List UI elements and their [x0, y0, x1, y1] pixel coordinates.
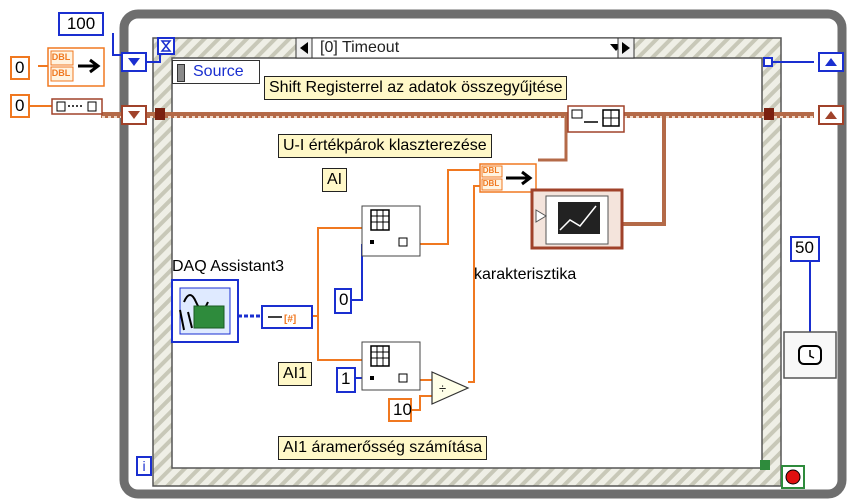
comment-shift-register: Shift Registerrel az adatok összegyűjtés… — [264, 76, 568, 100]
index-wire-0 — [352, 244, 363, 301]
index-box-icon — [398, 373, 408, 383]
source-bar-icon — [177, 64, 185, 82]
dbl-tag-icon — [50, 50, 74, 66]
array-grid-icon — [370, 345, 390, 367]
dbl-tag-icon — [481, 165, 503, 178]
stop-icon — [785, 469, 801, 485]
index-box-icon — [398, 237, 408, 247]
initial-cluster-constant[interactable]: 0 — [10, 94, 30, 118]
array-grid-icon — [370, 209, 390, 231]
array-grid-lines — [371, 346, 389, 366]
event-tunnel-right — [764, 108, 774, 120]
wait-constant[interactable]: 50 — [790, 236, 820, 262]
convert-array-icon: [#] — [284, 314, 296, 325]
comment-ai1-current: AI1 áramerősség számítása — [278, 436, 488, 460]
graph-trace-icon — [559, 205, 597, 231]
dbl-wire-u — [420, 169, 480, 245]
dbl-wire-i — [468, 185, 480, 383]
label-ai1: AI1 — [278, 362, 313, 386]
event-tunnel-left — [155, 108, 165, 120]
bundle-arrow-icon — [506, 170, 533, 186]
daq-label: DAQ Assistant3 — [172, 258, 285, 275]
divide-icon: ÷ — [439, 381, 446, 396]
cable-icon — [179, 309, 193, 331]
watch-hands-icon — [809, 350, 815, 359]
dbl-tag-icon — [50, 66, 74, 82]
index-dot-icon — [370, 240, 374, 244]
array-grid-lines — [603, 110, 619, 126]
shift-down-arrow-icon — [128, 58, 140, 66]
left-arrow-icon — [300, 42, 308, 54]
event-tunnel-numeric — [763, 57, 773, 67]
array-glyph-icon — [571, 109, 583, 119]
array-glyph-icon — [56, 101, 66, 112]
shift-up-arrow-icon — [825, 58, 837, 66]
dbl-wire-ai — [312, 227, 362, 317]
graph-label: karakterisztika — [474, 266, 577, 283]
timeout-constant[interactable]: 100 — [58, 12, 104, 36]
dbl-tag-text: DBL — [482, 166, 500, 175]
graph-input-arrow-icon — [535, 209, 547, 223]
timeout-wire — [112, 33, 124, 56]
cluster-wire-down — [538, 112, 568, 162]
comment-cluster: U-I értékpárok klaszterezése — [278, 134, 492, 158]
iteration-terminal[interactable]: i — [136, 456, 152, 476]
dbl-tag-text: DBL — [51, 68, 71, 78]
while-loop-frame[interactable] — [119, 9, 847, 499]
dbl-wire-ai1 — [317, 316, 362, 361]
hourglass-glyph-icon — [160, 40, 172, 52]
dbl-tag-icon — [481, 178, 503, 191]
bundle-arrow-icon — [78, 58, 101, 74]
index-constant-1[interactable]: 1 — [336, 367, 356, 393]
event-source-terminal[interactable]: Source — [172, 60, 260, 84]
label-ai: AI — [322, 168, 348, 192]
initial-value-constant[interactable]: 0 — [10, 56, 30, 80]
event-source-label: Source — [193, 63, 244, 80]
index-dot-icon — [370, 376, 374, 380]
dbl-tag-text: DBL — [51, 52, 71, 62]
array-glyph-icon — [87, 101, 97, 112]
dbl-tag-text: DBL — [482, 179, 500, 188]
array-grid-lines — [371, 210, 389, 230]
dbl-wire-divisor — [412, 395, 432, 411]
daq-card-icon — [193, 305, 225, 329]
case-selector-label[interactable]: [0] Timeout — [320, 39, 400, 56]
cluster-wire-graph — [622, 116, 666, 226]
divide-node[interactable] — [431, 371, 470, 405]
shift-down-arrow-icon — [128, 111, 140, 119]
stop-wire-icon — [760, 460, 770, 470]
divisor-constant[interactable]: 10 — [388, 398, 412, 422]
graph-screen-icon — [558, 202, 600, 234]
cluster-wire-main — [101, 112, 814, 118]
shift-up-arrow-icon — [825, 111, 837, 119]
index-constant-0[interactable]: 0 — [334, 288, 352, 314]
right-arrow-icon — [622, 42, 630, 54]
convert-dynamic-node[interactable] — [261, 305, 313, 329]
